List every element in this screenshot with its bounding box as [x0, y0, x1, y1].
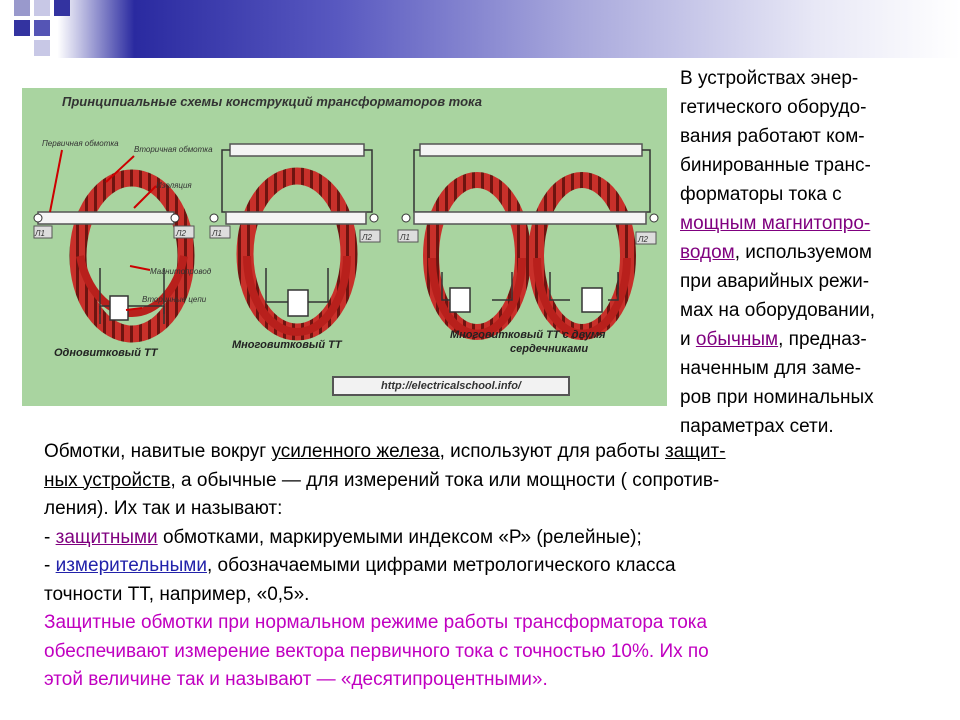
list-item: - защитными обмотками, маркируемыми инде…	[44, 524, 924, 553]
protective-devices-term-cont: ных устройств	[44, 469, 171, 491]
caption-two-cores-line1: Многовитковый ТТ с двумя	[450, 329, 606, 341]
main-line: Обмотки, навитые вокруг усиленного желез…	[44, 438, 924, 467]
text-span: , обозначаемыми цифрами метрологического…	[206, 555, 676, 576]
multi-turn-ct: Л1 Л2 Многовитковый ТТ	[209, 143, 381, 351]
transformer-diagram: Л1 Л2 Первичная обмотка Вторичная обмотк…	[33, 139, 659, 359]
text-span: -	[44, 555, 56, 576]
figure-url: http://electricalschool.info/	[332, 376, 570, 396]
label-l2: Л2	[637, 235, 648, 244]
label-primary-winding: Первичная обмотка	[42, 139, 119, 148]
label-secondary-winding: Вторичная обмотка	[134, 145, 213, 154]
decor-square	[34, 20, 50, 36]
side-line: при аварийных режи-	[680, 271, 870, 292]
side-line: мощным магнитопро-	[680, 209, 950, 238]
side-line: водом, используемом	[680, 238, 950, 267]
powerful-core-link-cont[interactable]: водом	[680, 242, 735, 263]
caption-multi-turn: Многовитковый ТТ	[232, 339, 343, 351]
powerful-core-link[interactable]: мощным магнитопро-	[680, 213, 871, 234]
reinforced-iron-term: усиленного железа	[271, 441, 440, 462]
side-line: бинированные транс-	[680, 155, 871, 176]
side-text-span: , предназ-	[778, 329, 867, 350]
label-l1: Л1	[399, 233, 410, 242]
label-l1: Л1	[211, 229, 222, 238]
single-turn-ct: Л1 Л2 Первичная обмотка Вторичная обмотк…	[33, 139, 213, 359]
side-line: и обычным, предназ-	[680, 325, 950, 354]
label-l1: Л1	[34, 229, 45, 238]
main-line: ных устройств, а обычные — для измерений…	[44, 467, 924, 496]
caption-single-turn: Одновитковый ТТ	[54, 347, 159, 359]
decor-square	[34, 40, 50, 56]
main-text-block: Обмотки, навитые вокруг усиленного желез…	[44, 438, 924, 695]
multi-turn-two-cores-ct: Л1 Л2 Многовитковый ТТ с двумя сердечник…	[397, 143, 659, 355]
caption-two-cores-line2: сердечниками	[510, 343, 588, 355]
list-item: - измерительными, обозначаемыми цифрами …	[44, 552, 924, 581]
protective-windings-link[interactable]: защитными	[55, 526, 158, 548]
highlight-line: Защитные обмотки при нормальном режиме р…	[44, 612, 708, 633]
highlight-line: обеспечивают измерение вектора первичног…	[44, 640, 709, 662]
protective-devices-term: защит-	[665, 441, 726, 462]
side-line: наченным для заме-	[680, 358, 862, 379]
decor-square	[54, 0, 70, 16]
label-insulation: Изоляция	[156, 181, 192, 190]
decor-square	[14, 0, 30, 16]
side-text-span: и	[680, 329, 696, 350]
highlight-line: этой величине так и называют — «десятипр…	[44, 669, 548, 690]
text-span: , используют для работы	[439, 441, 666, 462]
side-line: мах на оборудовании,	[680, 300, 876, 321]
label-l2: Л2	[361, 233, 372, 242]
side-line: В устройствах энер-	[680, 68, 859, 89]
label-secondary-circuits: Вторичные цепи	[142, 295, 207, 304]
label-l2: Л2	[175, 229, 186, 238]
main-line: ления). Их так и называют:	[44, 498, 283, 519]
side-line: гетического оборудо-	[680, 97, 867, 118]
side-line: вания работают ком-	[680, 126, 865, 147]
ordinary-core-link[interactable]: обычным	[695, 329, 779, 350]
transformer-schemes-figure: Принципиальные схемы конструкций трансфо…	[22, 88, 667, 406]
text-span: , а обычные — для измерений тока или мощ…	[170, 469, 720, 491]
decor-square	[14, 20, 30, 36]
text-span: Обмотки, навитые вокруг	[44, 441, 272, 462]
text-span: обмотками, маркируемыми индексом «Р» (ре…	[157, 526, 642, 548]
side-text-block: В устройствах энер- гетического оборудо-…	[680, 64, 950, 441]
side-line: форматоры тока с	[680, 184, 842, 205]
side-line: параметрах сети.	[680, 416, 834, 437]
side-line: ров при номинальных	[680, 387, 874, 408]
main-line: точности ТТ, например, «0,5».	[44, 583, 310, 605]
label-magnetic-core: Магнитопровод	[150, 267, 212, 276]
header-gradient-bar	[0, 0, 960, 58]
text-span: -	[44, 526, 56, 548]
side-text-span: , используемом	[734, 242, 872, 263]
figure-title: Принципиальные схемы конструкций трансфо…	[62, 94, 482, 109]
measuring-windings-link[interactable]: измерительными	[55, 555, 207, 576]
decor-square	[34, 0, 50, 16]
